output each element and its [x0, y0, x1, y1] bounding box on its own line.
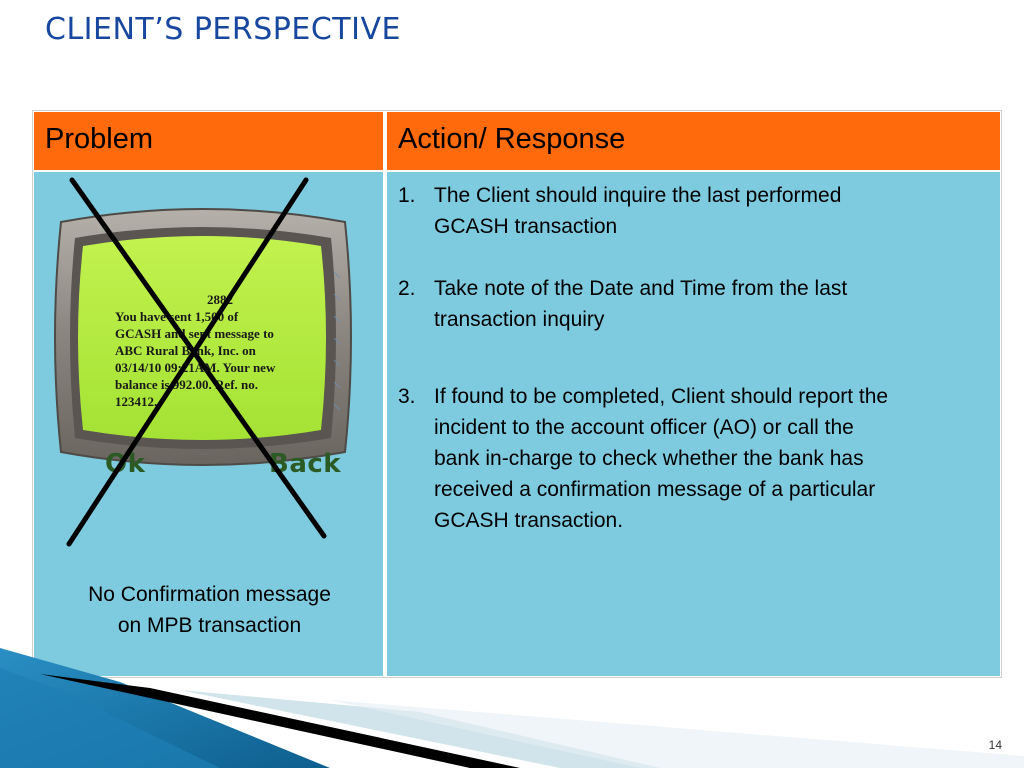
- action-line: The Client should inquire the last perfo…: [434, 184, 842, 207]
- screen-line: ABC Rural Bank, Inc. on: [115, 343, 256, 358]
- action-text: The Client should inquire the last perfo…: [434, 180, 989, 242]
- action-line: received a confirmation message of a par…: [434, 478, 876, 501]
- action-number: 1.: [398, 184, 416, 207]
- action-line: Take note of the Date and Time from the …: [434, 277, 848, 300]
- action-line: GCASH transaction.: [434, 509, 624, 532]
- action-number: 3.: [398, 385, 416, 408]
- page-number: 14: [988, 738, 1002, 752]
- header-problem: Problem: [34, 112, 385, 170]
- action-text: Take note of the Date and Time from the …: [434, 273, 989, 335]
- problem-caption: No Confirmation message on MPB transacti…: [34, 579, 385, 641]
- screen-line: 123412.: [115, 394, 158, 409]
- action-line: incident to the account officer (AO) or …: [434, 416, 854, 439]
- action-response-cell: 1. The Client should inquire the last pe…: [387, 172, 1000, 676]
- header-action-response: Action/ Response: [387, 112, 1000, 170]
- action-line: If found to be completed, Client should …: [434, 385, 889, 408]
- action-line: GCASH transaction: [434, 215, 618, 238]
- screen-line: GCASH and sent message to: [115, 326, 274, 341]
- action-line: transaction inquiry: [434, 308, 605, 331]
- problem-response-table: Problem Action/ Response: [33, 111, 1001, 677]
- cross-out-x-icon: [66, 177, 327, 547]
- slide-title: CLIENT’S PERSPECTIVE: [45, 12, 401, 47]
- screen-line: You have sent 1,500 of: [115, 309, 239, 324]
- action-number: 2.: [398, 277, 416, 300]
- problem-cell: 2882 You have sent 1,500 of GCASH and se…: [34, 172, 385, 676]
- action-line: bank in-charge to check whether the bank…: [434, 447, 864, 470]
- caption-line: No Confirmation message: [88, 583, 331, 606]
- action-text: If found to be completed, Client should …: [434, 381, 989, 536]
- caption-line: on MPB transaction: [117, 614, 302, 637]
- screen-line: 03/14/10 09:21AM. Your new: [115, 360, 276, 375]
